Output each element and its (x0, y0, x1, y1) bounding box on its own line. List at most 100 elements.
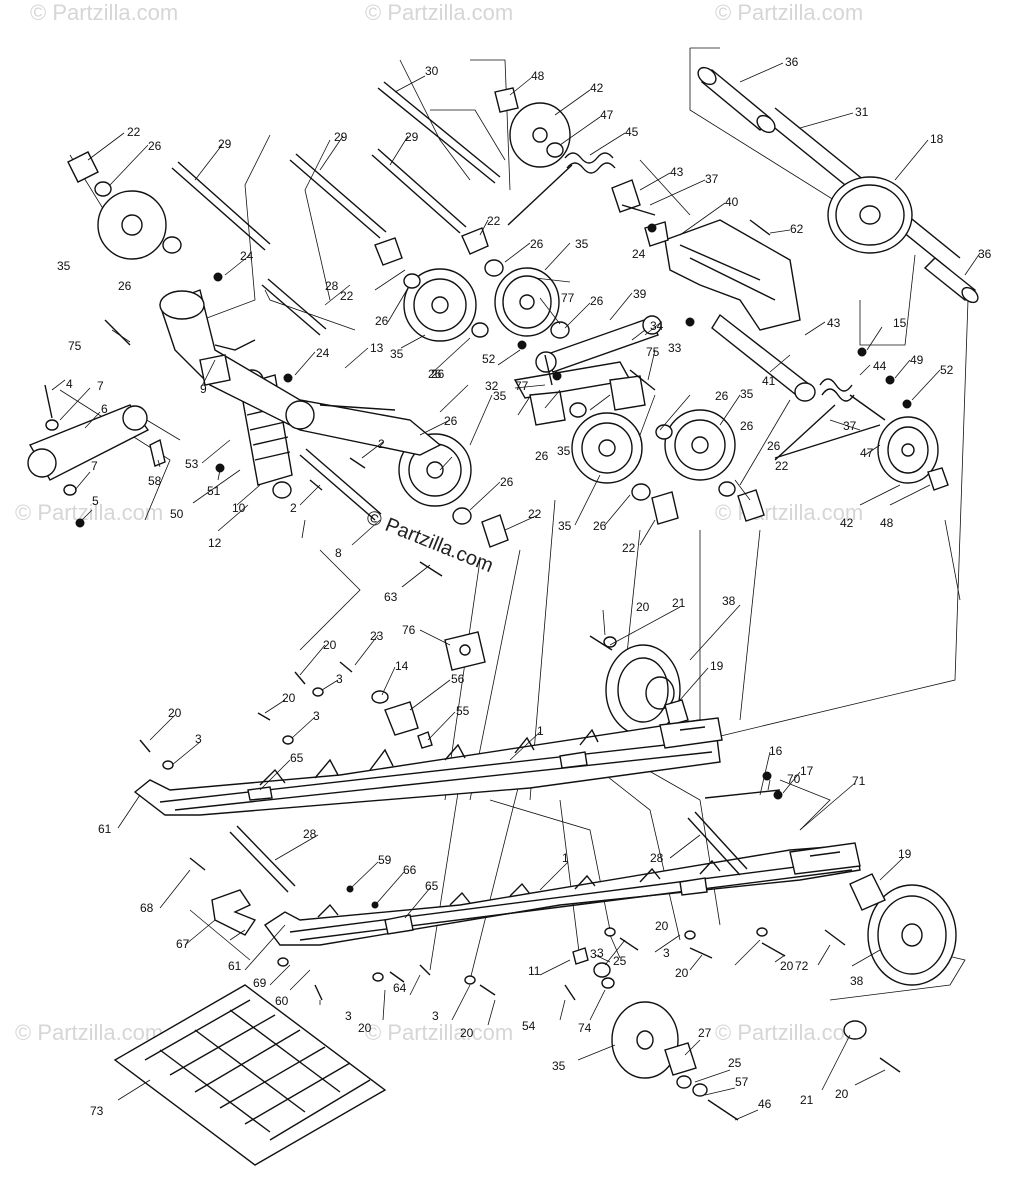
callout-37: 37 (843, 419, 857, 433)
callout-41: 41 (762, 374, 776, 388)
callout-1: 1 (562, 851, 569, 865)
rear-arm-40 (644, 219, 816, 402)
callout-59: 59 (378, 853, 392, 867)
callout-18: 18 (930, 132, 944, 146)
washer-3-a (162, 760, 174, 770)
washer-57 (692, 1083, 708, 1097)
callout-35: 35 (740, 387, 754, 401)
nut-17 (773, 790, 783, 800)
washer-26-lower-c (569, 402, 587, 418)
bracket-76 (444, 631, 486, 671)
callout-20: 20 (282, 691, 296, 705)
callout-7: 7 (97, 379, 104, 393)
callout-24: 24 (240, 249, 254, 263)
callout-34: 34 (650, 319, 664, 333)
callout-29: 29 (405, 130, 419, 144)
shaft-29-left (171, 161, 271, 251)
washer-3-e (464, 975, 476, 985)
hardware (44, 204, 912, 1121)
watermark-top-left: © Partzilla.com (30, 0, 178, 25)
callout-7: 7 (91, 459, 98, 473)
washer-7-upper (45, 419, 59, 431)
nut-52-right (902, 399, 912, 409)
watermark-bottom-center: © Partzilla.com (365, 1020, 513, 1045)
washer-3-f (604, 927, 616, 937)
bolt-20-f (479, 984, 496, 996)
callout-15: 15 (893, 316, 907, 330)
spacer-tube-36-upper (697, 66, 776, 134)
slide-rail-upper (133, 717, 723, 816)
washer-25-bottom (676, 1075, 692, 1089)
callout-35: 35 (493, 389, 507, 403)
callout-67: 67 (176, 937, 190, 951)
bolt-20-h (689, 947, 713, 959)
bolt-20-j (879, 1057, 901, 1073)
callout-26: 26 (444, 414, 458, 428)
callout-22: 22 (775, 459, 789, 473)
callout-10: 10 (232, 501, 246, 515)
bolt-62 (749, 219, 771, 236)
washer-21-bottom (843, 1020, 867, 1040)
watermark-bottom-left: © Partzilla.com (15, 1020, 163, 1045)
callout-56: 56 (451, 672, 465, 686)
washer-26-lower-d (631, 483, 651, 501)
rear-axle-assembly (697, 66, 979, 304)
callout-72: 72 (795, 959, 809, 973)
callout-22: 22 (528, 507, 542, 521)
nut-24-left (213, 272, 223, 282)
front-torque-arm-13 (159, 289, 442, 456)
callout-22: 22 (340, 289, 354, 303)
wheel-hub-19-upper (664, 699, 689, 726)
watermarks: © Partzilla.com © Partzilla.com © Partzi… (15, 0, 863, 1045)
callout-14: 14 (395, 659, 409, 673)
washer-26-left (162, 236, 182, 254)
callout-20: 20 (636, 600, 650, 614)
callout-4: 4 (66, 377, 73, 391)
bolt-20-i (761, 942, 786, 957)
nut-59 (346, 885, 354, 893)
callout-28: 28 (325, 279, 339, 293)
callout-20: 20 (323, 638, 337, 652)
callout-8: 8 (335, 546, 342, 560)
bolt-20-b (257, 712, 271, 721)
callout-65: 65 (425, 879, 439, 893)
callout-52: 52 (940, 363, 954, 377)
callout-22: 22 (127, 125, 141, 139)
callout-13: 13 (370, 341, 384, 355)
callout-77: 77 (515, 379, 529, 393)
spacers-and-washers (67, 87, 949, 1097)
bolt-72 (824, 929, 846, 946)
bolt-46 (707, 1099, 739, 1121)
bolt-2-lower (309, 479, 323, 491)
front-link-6 (27, 404, 166, 481)
callout-43: 43 (827, 316, 841, 330)
callout-66: 66 (403, 863, 417, 877)
bolt-20-c (294, 671, 306, 685)
callout-35: 35 (552, 1059, 566, 1073)
idler-wheel-35-a (403, 268, 477, 342)
callout-5: 5 (92, 494, 99, 508)
spacer-22-lower-b (651, 491, 679, 525)
callout-26: 26 (767, 439, 781, 453)
washer-69 (277, 957, 289, 967)
bushing-55 (417, 731, 433, 749)
washer-14 (371, 690, 389, 704)
washer-26-right (484, 259, 504, 277)
callout-22: 22 (622, 541, 636, 555)
shaft-28-lower-right (687, 811, 748, 876)
callout-26: 26 (593, 519, 607, 533)
callout-35: 35 (390, 347, 404, 361)
shaft-12 (299, 448, 382, 521)
rear-idler-wheel-18 (827, 176, 913, 254)
callout-45: 45 (625, 125, 639, 139)
callout-36: 36 (785, 55, 799, 69)
watermark-top-right: © Partzilla.com (715, 0, 863, 25)
bolt-16 (704, 789, 781, 799)
upper-shafts (171, 81, 501, 336)
callout-68: 68 (140, 901, 154, 915)
washer-7-lower (63, 484, 77, 496)
washer-3-b (282, 735, 294, 745)
callout-65: 65 (290, 751, 304, 765)
rod-37-lower (774, 424, 881, 459)
idler-wheel-35-d (571, 412, 643, 484)
